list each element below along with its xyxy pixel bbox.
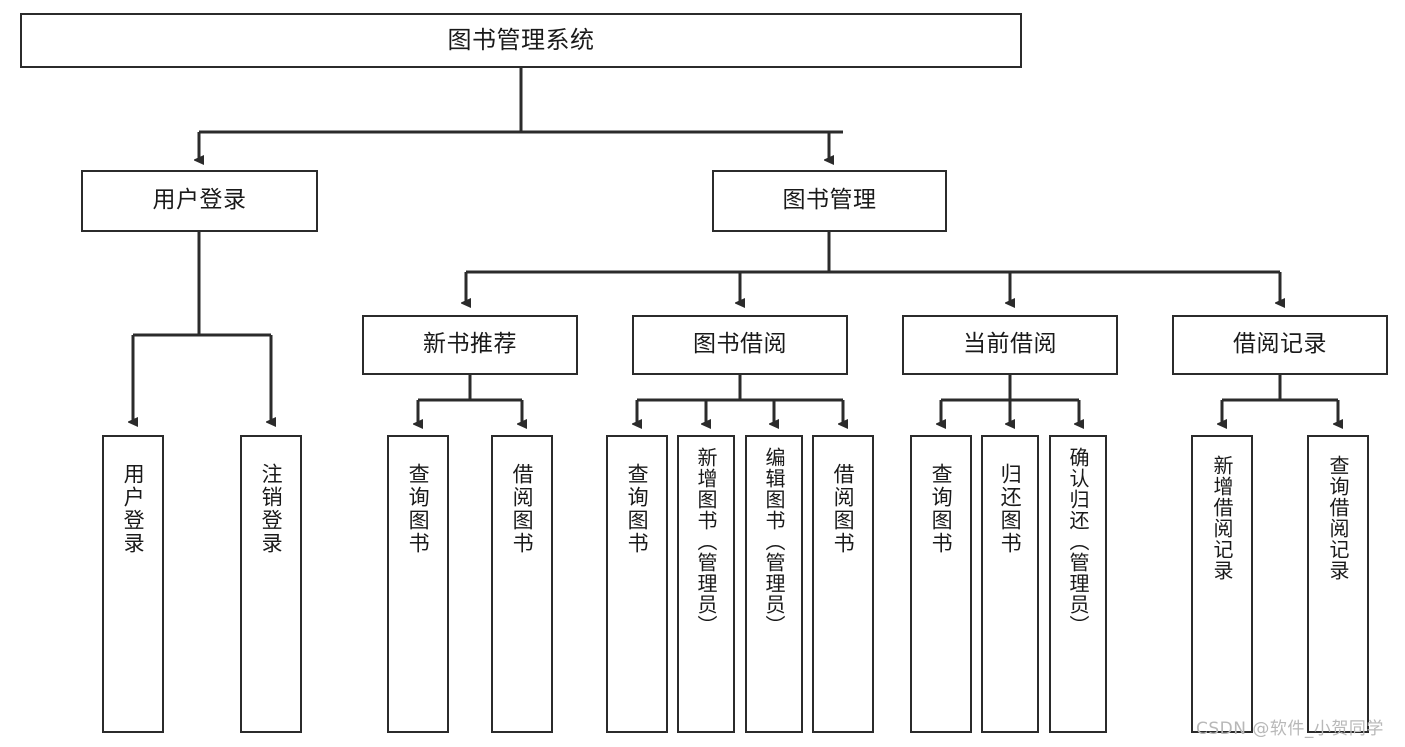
leaf-current-query-book[interactable]: 查询图书 bbox=[910, 435, 972, 733]
leaf-user-login-login[interactable]: 用户登录 bbox=[102, 435, 164, 733]
node-new-book-recommend[interactable]: 新书推荐 bbox=[362, 315, 578, 375]
node-book-management[interactable]: 图书管理 bbox=[712, 170, 947, 232]
leaf-label: 编辑图书（管理员） bbox=[762, 447, 786, 636]
leaf-user-login-logout[interactable]: 注销登录 bbox=[240, 435, 302, 733]
leaf-borrow-borrow-book[interactable]: 借阅图书 bbox=[812, 435, 874, 733]
leaf-recommend-query-book[interactable]: 查询图书 bbox=[387, 435, 449, 733]
leaf-label: 借阅图书 bbox=[831, 463, 856, 555]
leaf-label: 查询图书 bbox=[625, 463, 650, 555]
node-current-borrow[interactable]: 当前借阅 bbox=[902, 315, 1118, 375]
leaf-label: 用户登录 bbox=[121, 463, 146, 555]
leaf-record-add-record[interactable]: 新增借阅记录 bbox=[1191, 435, 1253, 733]
leaf-label: 查询图书 bbox=[406, 463, 431, 555]
leaf-label: 新增图书（管理员） bbox=[694, 447, 718, 636]
leaf-label: 查询借阅记录 bbox=[1326, 455, 1350, 581]
csdn-watermark: CSDN @软件_小贺同学 bbox=[1196, 719, 1384, 739]
leaf-borrow-edit-book-admin[interactable]: 编辑图书（管理员） bbox=[745, 435, 803, 733]
node-borrow-record[interactable]: 借阅记录 bbox=[1172, 315, 1388, 375]
node-user-login[interactable]: 用户登录 bbox=[81, 170, 318, 232]
leaf-label: 确认归还（管理员） bbox=[1066, 447, 1090, 636]
leaf-current-confirm-return-admin[interactable]: 确认归还（管理员） bbox=[1049, 435, 1107, 733]
leaf-borrow-query-book[interactable]: 查询图书 bbox=[606, 435, 668, 733]
leaf-borrow-add-book-admin[interactable]: 新增图书（管理员） bbox=[677, 435, 735, 733]
node-root-system[interactable]: 图书管理系统 bbox=[20, 13, 1022, 68]
leaf-label: 注销登录 bbox=[259, 463, 284, 555]
leaf-current-return-book[interactable]: 归还图书 bbox=[981, 435, 1039, 733]
leaf-label: 新增借阅记录 bbox=[1210, 455, 1234, 581]
leaf-label: 查询图书 bbox=[929, 463, 954, 555]
leaf-record-query-record[interactable]: 查询借阅记录 bbox=[1307, 435, 1369, 733]
leaf-recommend-borrow-book[interactable]: 借阅图书 bbox=[491, 435, 553, 733]
node-book-borrow[interactable]: 图书借阅 bbox=[632, 315, 848, 375]
leaf-label: 归还图书 bbox=[998, 463, 1023, 555]
leaf-label: 借阅图书 bbox=[510, 463, 535, 555]
